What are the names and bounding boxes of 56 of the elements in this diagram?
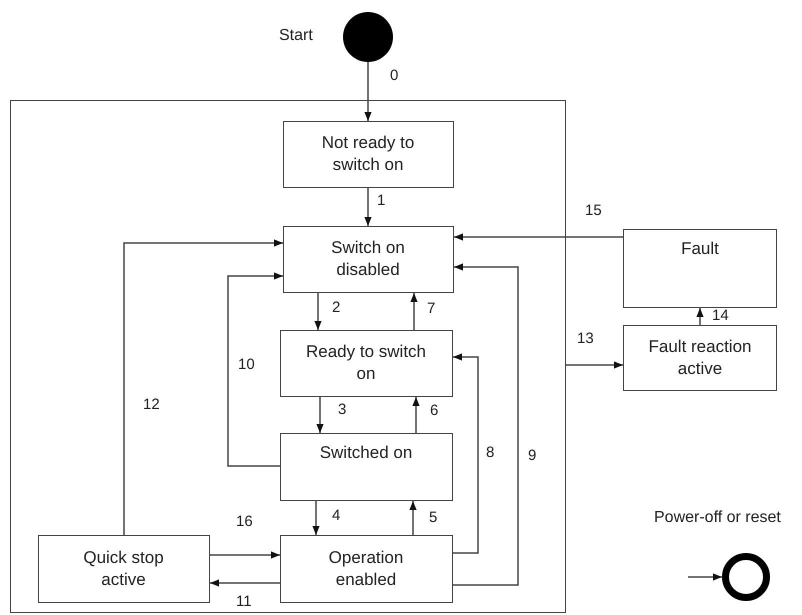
state-name: Ready to switch on [305,341,427,385]
state-box [282,226,454,292]
arrow [566,361,623,369]
arrow [316,397,324,433]
arrow [210,551,280,559]
transition-number: 8 [485,445,496,461]
transition-number: 13 [576,331,595,347]
initial-state-dot [343,12,393,62]
state-name: Quick stop active [82,546,165,590]
state-group-frame [10,100,566,613]
transition-number: 4 [331,508,342,524]
transition-number: 15 [584,203,603,219]
arrow [364,62,372,121]
arrow [453,263,519,586]
arrow [210,579,280,587]
transition-number: 3 [337,402,348,418]
arrow [409,501,417,535]
transition-number: 7 [426,301,436,317]
arrow [227,272,283,467]
arrow [410,293,418,330]
transition-number: 0 [389,68,400,84]
state-name: Switched on [320,442,412,464]
state-box [280,432,452,500]
state-box [623,325,777,391]
state-box [623,229,777,308]
arrow [412,397,420,433]
state-box [280,534,452,602]
arrow [364,188,372,226]
state-box [38,534,210,602]
transition-number: 2 [331,300,342,316]
arrow [696,308,704,325]
state-name: Not ready to switch on [320,132,416,176]
state-name: Operation enabled [328,546,404,590]
arrow [123,239,283,535]
state-name: Fault [681,238,719,260]
transition-number: 12 [142,397,161,413]
state-box [282,120,454,188]
state-caption: Power-off or reset [654,509,781,527]
arrow [312,501,320,535]
state-name: Switch on disabled [330,237,406,281]
transition-number: 9 [527,448,538,464]
arrow [314,293,322,330]
state-box [280,330,452,396]
transition-number: 10 [237,357,256,373]
transition-number: 11 [235,594,253,610]
transition-number: 1 [376,193,386,209]
arrow [454,233,623,241]
final-state-ring [722,553,770,601]
transition-number: 5 [428,510,438,526]
transition-number: 14 [711,308,730,324]
arrow [453,353,479,554]
state-name: Fault reaction active [648,336,752,380]
transition-number: 6 [429,403,440,419]
arrow [688,573,722,581]
state-caption: Start [279,27,313,45]
transition-number: 16 [235,514,254,530]
